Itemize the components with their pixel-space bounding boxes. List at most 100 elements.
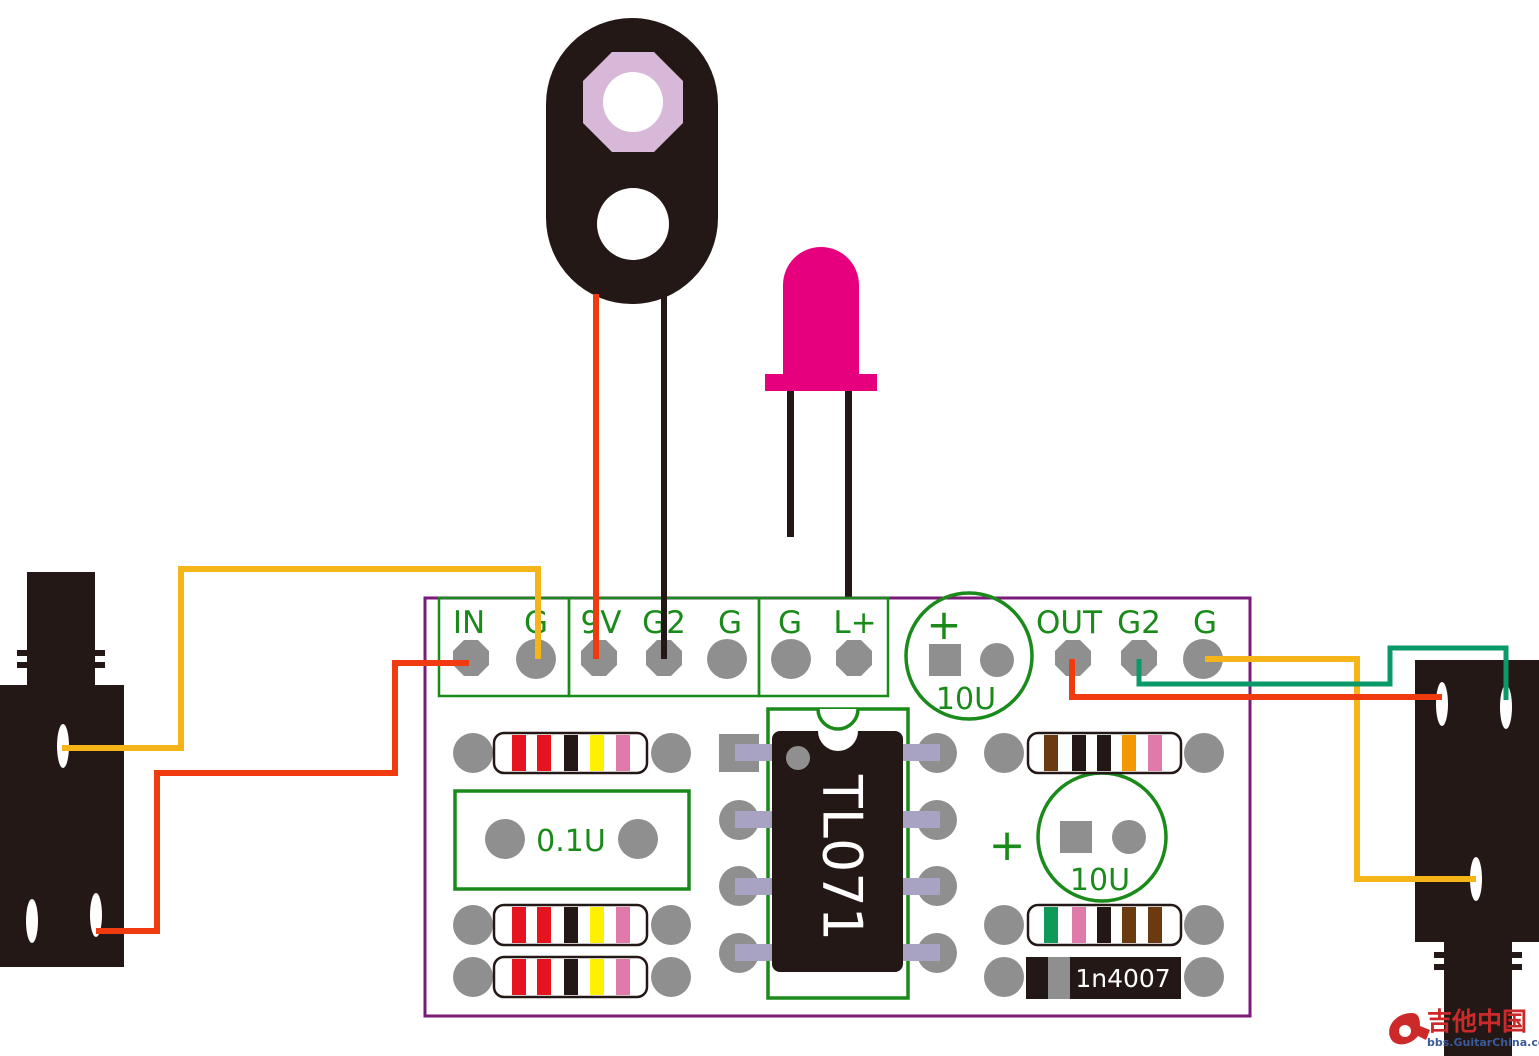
led-leg-short	[787, 391, 794, 537]
input-jack-sleeve	[27, 572, 95, 692]
resistor-band	[537, 907, 551, 943]
capacitor-value: 10U	[1070, 863, 1130, 898]
wire-red-output-signal	[1069, 659, 1442, 700]
ic-body	[772, 731, 903, 972]
resistor-r1	[453, 731, 691, 775]
label-g-output: G	[1193, 605, 1217, 641]
watermark-logo-icon	[1399, 1025, 1411, 1037]
pad-g-led	[771, 639, 811, 679]
label-g-led: G	[778, 605, 802, 641]
resistor-r2	[453, 903, 691, 947]
resistor-band	[1044, 907, 1058, 943]
ic-tl071: TL071	[719, 707, 957, 1000]
resistor-band	[564, 907, 578, 943]
resistor-band	[1148, 907, 1162, 943]
pad-g2-output	[1121, 640, 1157, 676]
capacitor-pad-square	[929, 644, 961, 676]
input-jack-thread	[17, 650, 105, 656]
film-capacitor-value: 0.1U	[536, 824, 606, 859]
ic-notch	[818, 731, 858, 751]
pad-l-plus	[836, 640, 872, 676]
led-leg-long	[845, 391, 852, 597]
capacitor-pad-round	[980, 643, 1014, 677]
resistor-band	[590, 959, 604, 995]
resistor-pad	[984, 905, 1024, 945]
diode-pad	[984, 957, 1024, 997]
label-out: OUT	[1036, 605, 1103, 641]
resistor-band	[1097, 907, 1111, 943]
electrolytic-capacitor-top: + 10U	[904, 591, 1034, 721]
capacitor-outline	[904, 591, 1034, 721]
resistor-pad	[453, 957, 493, 997]
resistor-band	[1044, 735, 1058, 771]
output-jack-thread	[1434, 952, 1522, 958]
pad-g-output	[1183, 639, 1223, 679]
electrolytic-capacitor-mid: + 10U	[989, 771, 1168, 903]
resistor-pad	[651, 733, 691, 773]
resistor-pad	[453, 733, 493, 773]
potentiometer	[546, 18, 718, 304]
diode-label: 1n4007	[1075, 964, 1170, 993]
resistor-r4	[984, 731, 1224, 775]
resistor-pad	[1184, 905, 1224, 945]
pad-in	[453, 640, 489, 676]
capacitor-plus-sign: +	[926, 600, 961, 649]
ic-pin1-dot	[786, 746, 810, 770]
label-g-power: G	[718, 605, 742, 641]
potentiometer-shaft-hole	[603, 72, 663, 132]
resistor-band	[1072, 735, 1086, 771]
resistor-band	[564, 735, 578, 771]
resistor-pad	[651, 905, 691, 945]
resistor-band	[512, 907, 526, 943]
resistor-r3	[453, 955, 691, 999]
resistor-band	[537, 735, 551, 771]
output-jack-thread	[1434, 964, 1522, 970]
wire-yellow-output-ground	[1205, 656, 1476, 882]
ic-socket-notch	[816, 708, 860, 731]
ic-label: TL071	[810, 774, 873, 941]
capacitor-plus-sign: +	[989, 820, 1026, 871]
resistor-band	[512, 959, 526, 995]
film-capacitor-pad-right	[618, 819, 658, 859]
resistor-band	[590, 907, 604, 943]
watermark: 吉他中国 bbs.GuitarChina.com	[1389, 1007, 1539, 1049]
output-jack	[1415, 660, 1539, 1056]
resistor-band	[590, 735, 604, 771]
pad-g-power	[707, 639, 747, 679]
label-9v: 9V	[581, 605, 622, 641]
input-jack-thread	[17, 662, 105, 668]
film-capacitor-outline	[453, 789, 691, 891]
input-jack	[0, 572, 124, 967]
resistor-r5	[984, 903, 1224, 947]
header-pads	[453, 639, 1223, 679]
diode-pad	[1184, 957, 1224, 997]
led-dome	[783, 247, 859, 376]
resistor-band	[616, 907, 630, 943]
header-box-led	[757, 596, 890, 698]
resistor-pad	[453, 905, 493, 945]
resistor-band	[564, 959, 578, 995]
resistor-band	[1148, 735, 1162, 771]
diode-cathode-band	[1048, 957, 1070, 999]
resistor-band	[616, 959, 630, 995]
film-capacitor: 0.1U	[453, 789, 691, 891]
led-flange	[765, 374, 877, 391]
wire-green-output-g2	[1136, 645, 1509, 700]
film-capacitor-pad-left	[485, 819, 525, 859]
resistor-band	[1122, 735, 1136, 771]
label-l-plus: L+	[833, 605, 876, 641]
pad-out	[1055, 640, 1091, 676]
label-in: IN	[453, 605, 485, 641]
resistor-band	[537, 959, 551, 995]
capacitor-pad-square	[1060, 821, 1092, 853]
resistor-pad	[1184, 733, 1224, 773]
pcb-board: IN G 9V G2 G G L+ OUT G2 G + 10U	[423, 591, 1252, 1018]
ic-pins	[735, 744, 940, 961]
watermark-text-en: bbs.GuitarChina.com	[1427, 1036, 1539, 1049]
resistor-pad	[984, 733, 1024, 773]
output-jack-lug-left	[1436, 682, 1448, 726]
diode: 1n4007	[984, 957, 1224, 999]
resistor-pad	[651, 957, 691, 997]
resistor-band	[1097, 735, 1111, 771]
